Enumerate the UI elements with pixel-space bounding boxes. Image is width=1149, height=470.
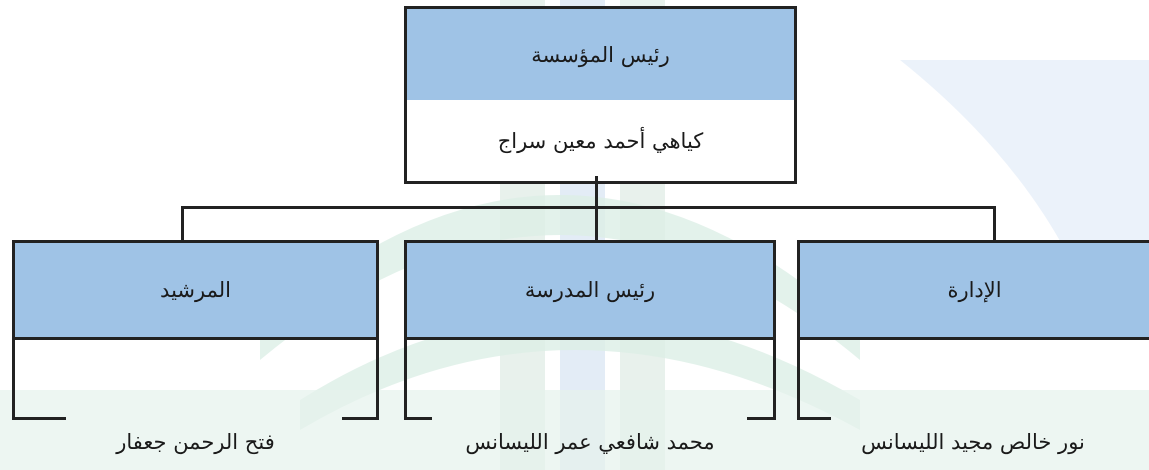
right-branch-connector (993, 206, 996, 242)
bracket-right-murshid (342, 417, 379, 420)
root-name-box: كياهي أحمد معين سراج (404, 100, 797, 184)
child-name-box-admin (797, 338, 1149, 420)
child-title-principal: رئيس المدرسة (524, 278, 656, 302)
bracket-right-principal (747, 417, 776, 420)
bracket-left-principal (404, 417, 432, 420)
bracket-left-admin (797, 417, 831, 420)
child-title-box-murshid: المرشيد (12, 240, 379, 340)
root-name: كياهي أحمد معين سراج (497, 128, 704, 153)
bracket-left-murshid (12, 417, 66, 420)
child-title-box-principal: رئيس المدرسة (404, 240, 776, 340)
child-title-admin: الإدارة (947, 278, 1002, 302)
child-name-box-murshid (12, 338, 379, 420)
horizontal-connector (181, 206, 996, 209)
root-title: رئيس المؤسسة (531, 42, 670, 67)
child-name-admin: نور خالص مجيد الليسانس (861, 430, 1085, 454)
child-name-principal: محمد شافعي عمر الليسانس (465, 430, 715, 454)
root-connector (595, 176, 598, 242)
left-branch-connector (181, 206, 184, 242)
child-title-murshid: المرشيد (160, 278, 231, 302)
child-name-murshid: فتح الرحمن جعفار (116, 430, 275, 454)
child-name-box-principal (404, 338, 776, 420)
child-title-box-admin: الإدارة (797, 240, 1149, 340)
root-title-box: رئيس المؤسسة (404, 6, 797, 103)
